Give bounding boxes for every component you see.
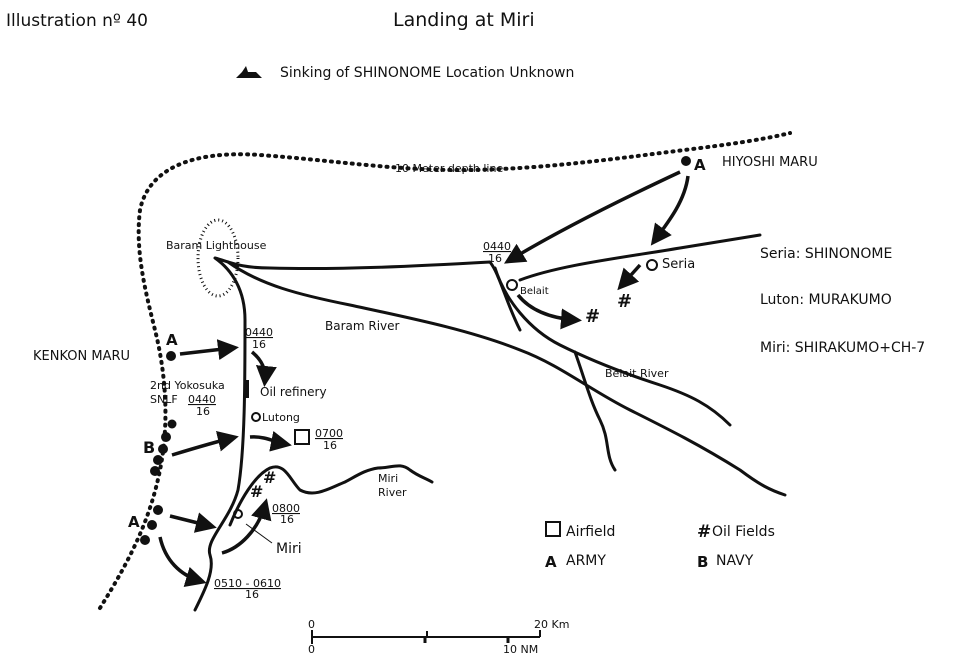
landing-arrow bbox=[171, 430, 239, 457]
svg-text:NAVY: NAVY bbox=[716, 553, 754, 569]
army-symbol: A bbox=[545, 553, 557, 571]
airfield-icon bbox=[294, 429, 310, 445]
svg-text:Oil Fields: Oil Fields bbox=[712, 524, 775, 540]
svg-text:20 Km: 20 Km bbox=[534, 618, 569, 631]
svg-text:Miri: SHIRAKUMO+CH-7: Miri: SHIRAKUMO+CH-7 bbox=[760, 340, 925, 356]
miri-label: Miri bbox=[276, 541, 302, 557]
belait-river-label: Belait River bbox=[605, 367, 669, 380]
oil-field-icon: # bbox=[697, 522, 711, 542]
landing-arrow bbox=[179, 339, 239, 361]
sinking-ship-icon bbox=[236, 66, 262, 78]
landing-arrow bbox=[169, 512, 217, 533]
svg-text:16: 16 bbox=[245, 588, 259, 601]
svg-text:Sinking of SHINONOME Location: Sinking of SHINONOME Location Unknown bbox=[280, 65, 574, 81]
svg-text:ARMY: ARMY bbox=[566, 553, 606, 569]
baram-river-label: Baram River bbox=[325, 319, 400, 333]
kenkon-maru-marker bbox=[166, 351, 176, 361]
illustration-number: Illustration nº 40 bbox=[6, 11, 148, 31]
lutong-town bbox=[251, 412, 261, 422]
miri-river-label: Miri bbox=[378, 472, 398, 485]
snlf-label: 2nd Yokosuka bbox=[150, 379, 225, 392]
landing-arrow bbox=[158, 536, 207, 588]
navy-symbol: B bbox=[143, 438, 155, 457]
lutong-label: Lutong bbox=[262, 411, 300, 424]
oil-refinery-label: Oil refinery bbox=[260, 385, 327, 399]
baram-river bbox=[226, 260, 787, 497]
svg-text:A: A bbox=[166, 331, 178, 349]
oil-field-icon: # bbox=[263, 468, 276, 487]
svg-text:Airfield: Airfield bbox=[566, 524, 615, 540]
svg-text:16: 16 bbox=[488, 252, 502, 265]
svg-text:16: 16 bbox=[196, 405, 210, 418]
depth-line-label: 10 Meter depth line bbox=[395, 162, 503, 175]
legend: Airfield A ARMY # Oil Fields B NAVY bbox=[545, 521, 775, 571]
time-label: 0440 bbox=[188, 393, 216, 406]
landing-arrow bbox=[617, 263, 642, 291]
army-symbol: A bbox=[128, 513, 140, 531]
time-label: 0700 bbox=[315, 427, 343, 440]
svg-text:0: 0 bbox=[308, 643, 315, 656]
kenkon-maru-label: KENKON MARU bbox=[33, 349, 130, 364]
oil-field-icon: # bbox=[585, 306, 600, 327]
belait-label: Belait bbox=[520, 286, 549, 297]
svg-text:0: 0 bbox=[308, 618, 315, 631]
miri-river-label-2: River bbox=[378, 486, 407, 499]
miri-river bbox=[228, 464, 434, 527]
airfield-icon bbox=[545, 521, 561, 537]
lighthouse-shoal bbox=[196, 218, 240, 298]
scale-bar: 0 0 20 Km 10 NM bbox=[308, 618, 569, 656]
hiyoshi-maru-marker bbox=[681, 156, 691, 166]
svg-text:SNLF: SNLF bbox=[150, 393, 178, 406]
landing-arrow bbox=[650, 175, 690, 246]
sinking-note: Sinking of SHINONOME Location Unknown bbox=[236, 65, 574, 81]
time-label: 0440 bbox=[245, 326, 273, 339]
navy-force bbox=[150, 419, 177, 476]
time-label: 0440 bbox=[483, 240, 511, 253]
oil-refinery-icon bbox=[244, 380, 249, 398]
ship-assignments: Seria: SHINONOME Luton: MURAKUMO Miri: S… bbox=[760, 246, 925, 356]
hiyoshi-maru-label: HIYOSHI MARU bbox=[722, 155, 818, 170]
belait-river bbox=[493, 266, 732, 472]
landing-arrow bbox=[250, 350, 277, 387]
landing-arrow bbox=[221, 498, 272, 555]
miri-town bbox=[233, 509, 243, 519]
army-symbol: A bbox=[694, 156, 706, 174]
baram-lighthouse-label: Baram Lighthouse bbox=[166, 239, 267, 252]
svg-text:10 NM: 10 NM bbox=[503, 643, 538, 656]
svg-text:16: 16 bbox=[280, 513, 294, 526]
svg-text:Seria: SHINONOME: Seria: SHINONOME bbox=[760, 246, 892, 262]
landing-arrow bbox=[249, 430, 292, 452]
landing-arrow bbox=[503, 170, 681, 264]
seria-town bbox=[646, 259, 658, 271]
svg-text:Luton: MURAKUMO: Luton: MURAKUMO bbox=[760, 292, 892, 308]
oil-field-icon: # bbox=[617, 291, 632, 312]
time-label: 0800 bbox=[272, 502, 300, 515]
time-label: 0510 - 0610 bbox=[214, 577, 281, 590]
navy-symbol: B bbox=[697, 553, 708, 571]
oil-field-icon: # bbox=[250, 482, 263, 501]
coastline bbox=[193, 233, 762, 612]
svg-text:16: 16 bbox=[252, 338, 266, 351]
depth-line bbox=[98, 131, 792, 610]
seria-label: Seria bbox=[662, 257, 695, 272]
map-title: Landing at Miri bbox=[393, 9, 535, 31]
army-force bbox=[140, 505, 163, 545]
svg-text:16: 16 bbox=[323, 439, 337, 452]
landing-arrow bbox=[516, 293, 582, 330]
belait-town bbox=[506, 279, 518, 291]
